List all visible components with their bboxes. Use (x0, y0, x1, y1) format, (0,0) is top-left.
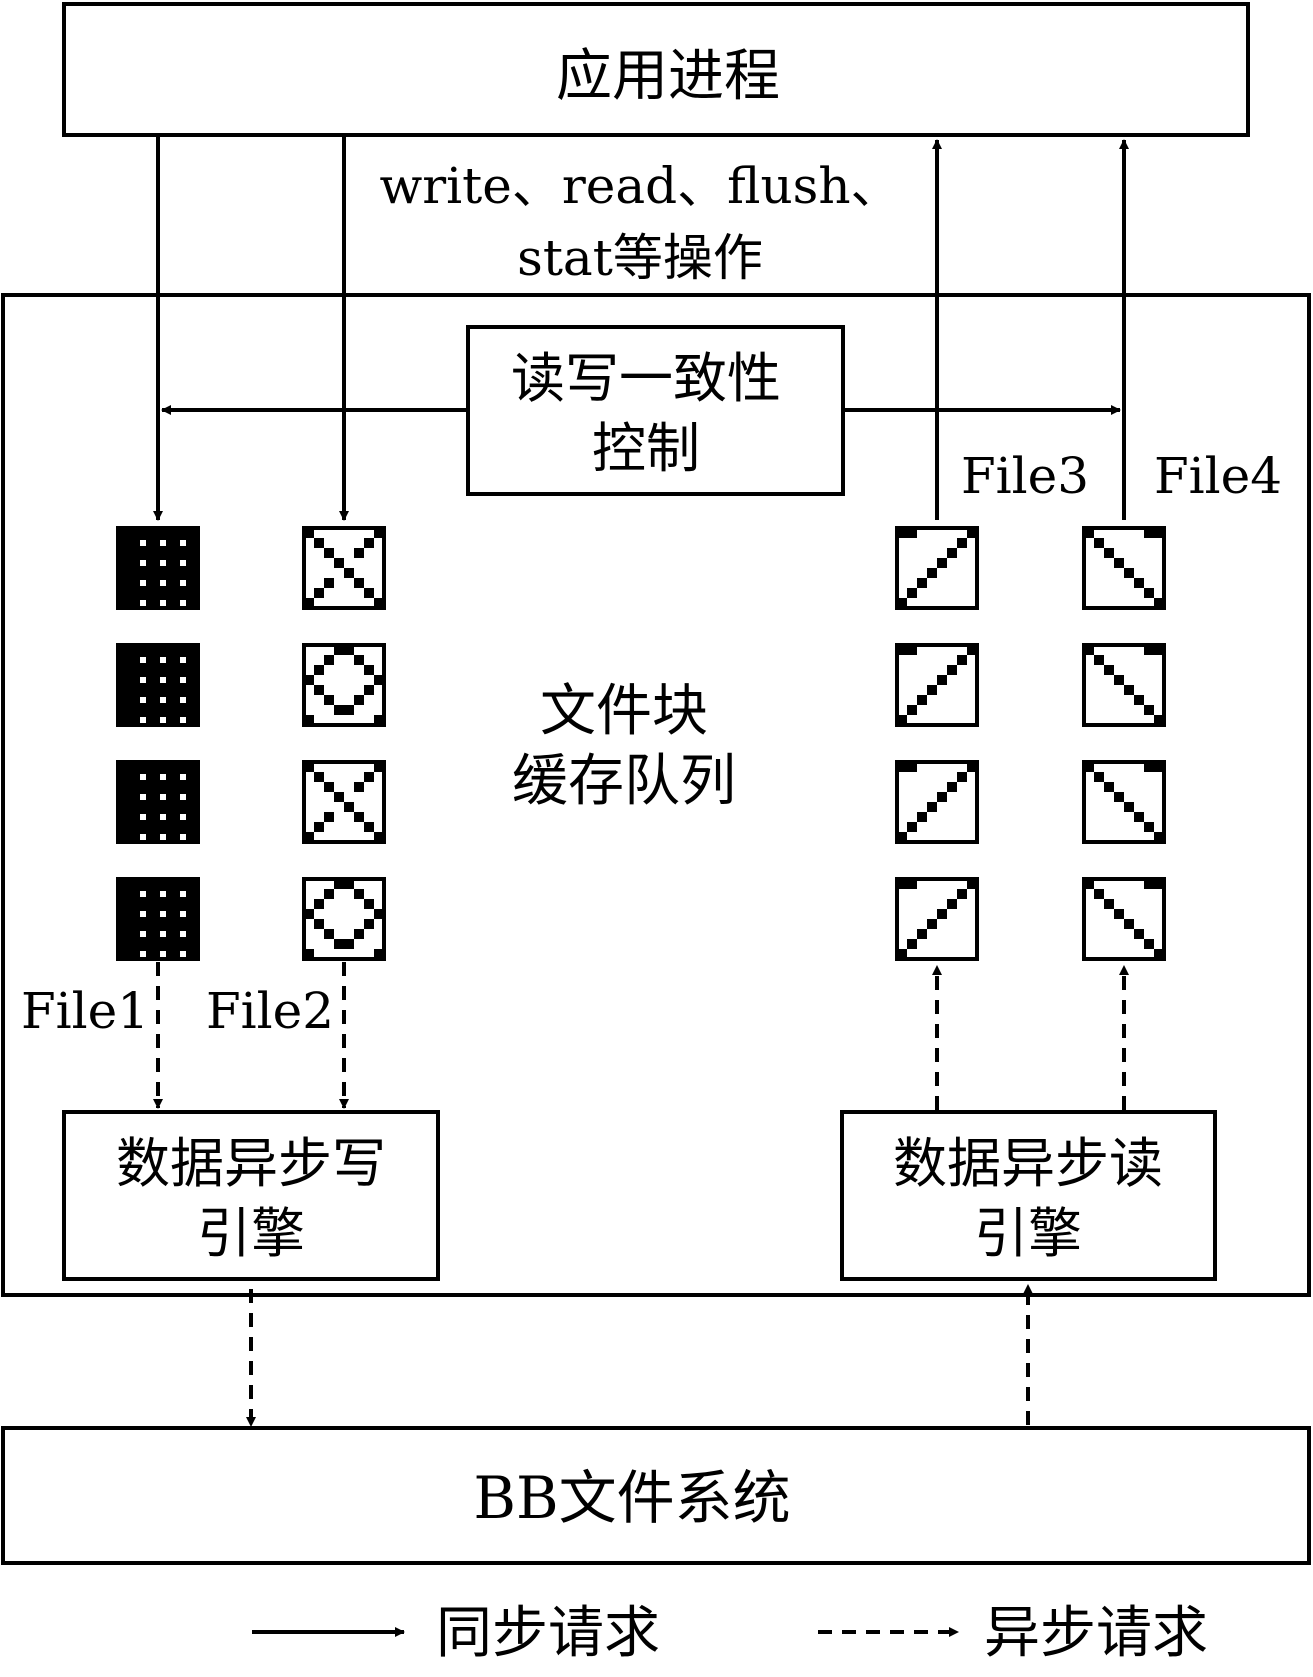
legend-async-label: 异步请求 (984, 1601, 1208, 1666)
file3-cache-block (895, 760, 979, 844)
app-process-box (62, 2, 1250, 137)
async-read-engine-box (840, 1110, 1217, 1281)
consistency-control-box (466, 325, 845, 496)
file1-cache-block (116, 643, 200, 727)
cache-queue-line1: 文件块 (540, 679, 708, 744)
file3-block-column (895, 526, 979, 961)
file2-cache-block (302, 877, 386, 961)
async-read-engine-line2: 引擎 (974, 1202, 1082, 1265)
cache-queue-line2: 缓存队列 (512, 749, 736, 814)
file1-cache-block (116, 760, 200, 844)
file2-cache-block (302, 526, 386, 610)
file3-cache-block (895, 526, 979, 610)
file4-cache-block (1082, 877, 1166, 961)
file2-label: File2 (206, 982, 334, 1040)
file1-cache-block (116, 526, 200, 610)
cache-module-box (1, 293, 1311, 1297)
file4-cache-block (1082, 526, 1166, 610)
bb-filesystem-label: BB文件系统 (473, 1464, 790, 1532)
async-write-engine-line1: 数据异步写 (116, 1132, 386, 1195)
file4-cache-block (1082, 643, 1166, 727)
consistency-control-line2: 控制 (592, 417, 700, 480)
app-process-label: 应用进程 (556, 44, 780, 109)
operations-label-line2: stat等操作 (517, 229, 763, 287)
file4-cache-block (1082, 760, 1166, 844)
operations-label-line1: write、read、flush、 (379, 157, 900, 215)
file3-cache-block (895, 877, 979, 961)
consistency-control-line1: 读写一致性 (511, 347, 781, 410)
file2-cache-block (302, 643, 386, 727)
file3-cache-block (895, 643, 979, 727)
file1-block-column (116, 526, 200, 961)
legend-sync-label: 同步请求 (436, 1601, 660, 1666)
bb-filesystem-box (1, 1426, 1311, 1565)
async-read-engine-line1: 数据异步读 (893, 1132, 1163, 1195)
file2-cache-block (302, 760, 386, 844)
file4-block-column (1082, 526, 1166, 961)
async-write-engine-line2: 引擎 (197, 1202, 305, 1265)
file2-block-column (302, 526, 386, 961)
file3-label: File3 (961, 447, 1089, 505)
async-write-engine-box (62, 1110, 440, 1281)
file1-cache-block (116, 877, 200, 961)
file4-label: File4 (1154, 447, 1282, 505)
file1-label: File1 (21, 982, 149, 1040)
